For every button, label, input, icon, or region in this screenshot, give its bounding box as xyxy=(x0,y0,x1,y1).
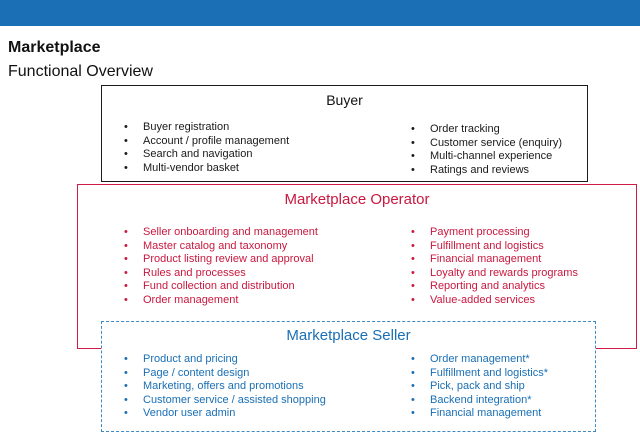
page-subtitle: Functional Overview xyxy=(8,63,153,80)
operator-title: Marketplace Operator xyxy=(284,191,430,208)
list-item: Product listing review and approval xyxy=(122,253,318,267)
list-item: Pick, pack and ship xyxy=(409,380,548,394)
seller-title: Marketplace Seller xyxy=(286,327,411,344)
list-item: Value-added services xyxy=(409,294,578,308)
operator-functions-right: Payment processing Fulfillment and logis… xyxy=(409,226,578,307)
list-item: Customer service (enquiry) xyxy=(409,137,562,151)
buyer-functions-right: Order tracking Customer service (enquiry… xyxy=(409,123,562,177)
seller-functions-right: Order management* Fulfillment and logist… xyxy=(409,353,548,421)
list-item: Fulfillment and logistics xyxy=(409,240,578,254)
list-item: Ratings and reviews xyxy=(409,164,562,178)
list-item: Multi-channel experience xyxy=(409,150,562,164)
list-item: Master catalog and taxonomy xyxy=(122,240,318,254)
list-item: Rules and processes xyxy=(122,267,318,281)
seller-functions-left: Product and pricing Page / content desig… xyxy=(122,353,326,421)
list-item: Fund collection and distribution xyxy=(122,280,318,294)
list-item: Customer service / assisted shopping xyxy=(122,394,326,408)
list-item: Product and pricing xyxy=(122,353,326,367)
list-item: Order tracking xyxy=(409,123,562,137)
list-item: Seller onboarding and management xyxy=(122,226,318,240)
list-item: Marketing, offers and promotions xyxy=(122,380,326,394)
list-item: Buyer registration xyxy=(122,121,289,135)
list-item: Payment processing xyxy=(409,226,578,240)
buyer-box: Buyer Buyer registration Account / profi… xyxy=(101,85,588,182)
list-item: Backend integration* xyxy=(409,394,548,408)
list-item: Fulfillment and logistics* xyxy=(409,367,548,381)
buyer-title: Buyer xyxy=(326,92,363,108)
list-item: Financial management xyxy=(409,407,548,421)
list-item: Loyalty and rewards programs xyxy=(409,267,578,281)
list-item: Page / content design xyxy=(122,367,326,381)
buyer-functions-left: Buyer registration Account / profile man… xyxy=(122,121,289,175)
list-item: Multi-vendor basket xyxy=(122,162,289,176)
list-item: Reporting and analytics xyxy=(409,280,578,294)
header-bar xyxy=(0,0,640,26)
list-item: Order management xyxy=(122,294,318,308)
page-title: Marketplace xyxy=(8,39,101,56)
seller-box: Marketplace Seller Product and pricing P… xyxy=(101,321,596,432)
list-item: Financial management xyxy=(409,253,578,267)
list-item: Search and navigation xyxy=(122,148,289,162)
list-item: Account / profile management xyxy=(122,135,289,149)
operator-functions-left: Seller onboarding and management Master … xyxy=(122,226,318,307)
list-item: Order management* xyxy=(409,353,548,367)
list-item: Vendor user admin xyxy=(122,407,326,421)
